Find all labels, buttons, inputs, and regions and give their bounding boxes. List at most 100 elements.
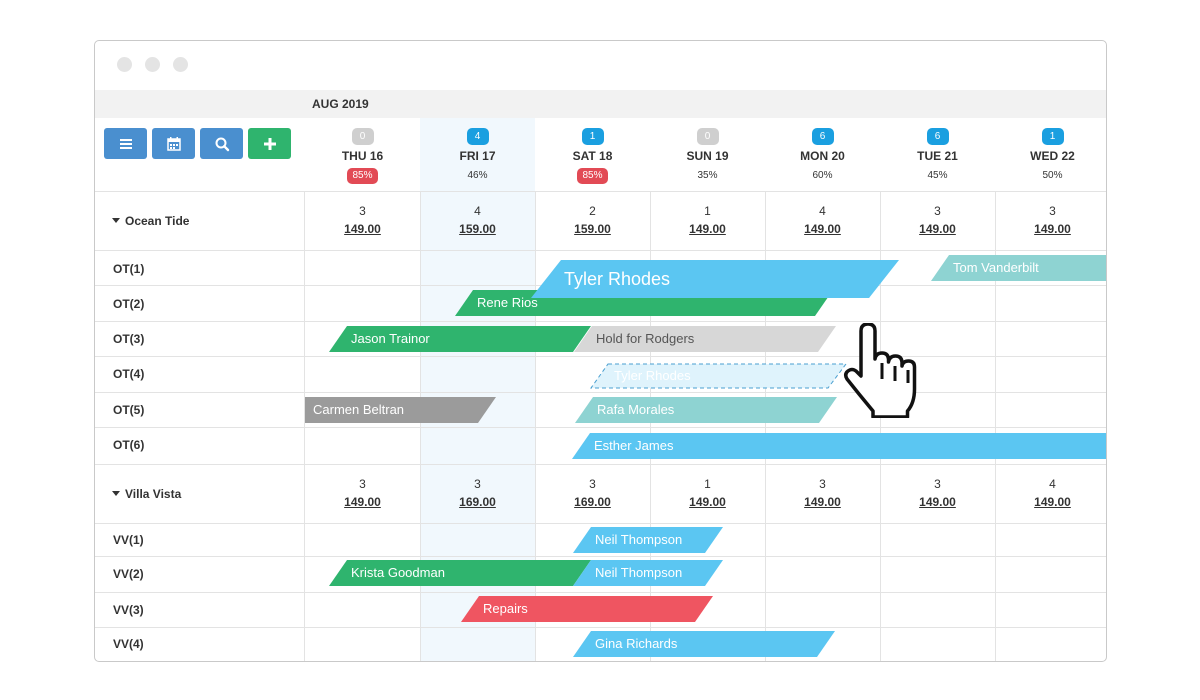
- room-label: VV(1): [113, 533, 144, 547]
- day-header[interactable]: 0 THU 16 85%: [305, 126, 420, 184]
- room-label: OT(6): [113, 438, 145, 452]
- day-name: THU 16: [341, 149, 384, 163]
- rate-link[interactable]: 149.00: [344, 495, 381, 509]
- booking-esther-james[interactable]: Esther James: [572, 433, 1106, 459]
- day-occupancy: 35%: [697, 170, 718, 181]
- room-label: OT(4): [113, 367, 145, 381]
- day-header[interactable]: 6 TUE 21 45%: [880, 126, 995, 184]
- group-name: Ocean Tide: [125, 214, 190, 228]
- window-minimize-dot[interactable]: [145, 57, 160, 72]
- rate-link[interactable]: 149.00: [344, 222, 381, 236]
- availability-count: 4: [819, 204, 826, 218]
- availability-count: 1: [704, 477, 711, 491]
- availability-count: 3: [359, 477, 366, 491]
- hand-cursor-icon: [843, 323, 917, 418]
- rate-link[interactable]: 149.00: [804, 222, 841, 236]
- day-header[interactable]: 1 WED 22 50%: [995, 126, 1106, 184]
- window-controls: [117, 57, 188, 72]
- day-name: SAT 18: [572, 149, 613, 163]
- availability-count: 3: [589, 477, 596, 491]
- availability-count: 4: [1049, 477, 1056, 491]
- room-label: OT(5): [113, 403, 145, 417]
- caret-down-icon: [112, 491, 120, 496]
- dragged-booking-tyler-rhodes[interactable]: Tyler Rhodes: [531, 260, 899, 298]
- booking-tom-vanderbilt[interactable]: Tom Vanderbilt: [931, 255, 1106, 281]
- calendar-button[interactable]: [152, 128, 195, 159]
- scheduler-window: AUG 2019: [94, 40, 1107, 662]
- availability-cell[interactable]: 3 149.00: [765, 477, 880, 509]
- booking-repairs[interactable]: Repairs: [461, 596, 713, 622]
- day-occupancy: 50%: [1042, 170, 1063, 181]
- day-occupancy: 85%: [577, 168, 608, 184]
- booking-neil-thompson[interactable]: Neil Thompson: [573, 560, 723, 586]
- room-label: OT(3): [113, 332, 145, 346]
- availability-cell[interactable]: 3 149.00: [995, 204, 1106, 236]
- rate-link[interactable]: 149.00: [1034, 495, 1071, 509]
- availability-cell[interactable]: 3 169.00: [535, 477, 650, 509]
- availability-count: 3: [934, 477, 941, 491]
- rate-link[interactable]: 149.00: [919, 495, 956, 509]
- availability-count: 2: [589, 204, 596, 218]
- booking-hold-for-rodgers[interactable]: Hold for Rodgers: [574, 326, 836, 352]
- day-booking-count: 6: [811, 128, 834, 145]
- rate-link[interactable]: 149.00: [689, 495, 726, 509]
- day-header[interactable]: 6 MON 20 60%: [765, 126, 880, 184]
- rate-link[interactable]: 149.00: [804, 495, 841, 509]
- booking-gina-richards[interactable]: Gina Richards: [573, 631, 835, 657]
- rate-link[interactable]: 149.00: [1034, 222, 1071, 236]
- rate-link[interactable]: 149.00: [919, 222, 956, 236]
- availability-count: 3: [819, 477, 826, 491]
- month-label: AUG 2019: [312, 97, 369, 111]
- booking-rafa-morales[interactable]: Rafa Morales: [575, 397, 837, 423]
- group-toggle-villa-vista[interactable]: Villa Vista: [112, 487, 181, 501]
- booking-krista-goodman[interactable]: Krista Goodman: [329, 560, 591, 586]
- room-label: VV(2): [113, 567, 144, 581]
- day-booking-count: 0: [351, 128, 374, 145]
- day-occupancy: 46%: [467, 170, 488, 181]
- booking-jason-trainor[interactable]: Jason Trainor: [329, 326, 591, 352]
- rate-link[interactable]: 159.00: [574, 222, 611, 236]
- window-close-dot[interactable]: [117, 57, 132, 72]
- menu-button[interactable]: [104, 128, 147, 159]
- availability-cell[interactable]: 4 149.00: [765, 204, 880, 236]
- booking-carmen-beltran[interactable]: Carmen Beltran: [305, 397, 496, 423]
- drop-target-outline: [590, 363, 847, 389]
- day-occupancy: 45%: [927, 170, 948, 181]
- day-name: TUE 21: [917, 149, 958, 163]
- availability-cell[interactable]: 1 149.00: [650, 477, 765, 509]
- drop-target-label: Tyler Rhodes: [614, 368, 691, 383]
- availability-count: 4: [474, 204, 481, 218]
- search-button[interactable]: [200, 128, 243, 159]
- booking-neil-thompson[interactable]: Neil Thompson: [573, 527, 723, 553]
- caret-down-icon: [112, 218, 120, 223]
- day-name: SUN 19: [686, 149, 729, 163]
- room-label: VV(4): [113, 637, 144, 651]
- availability-cell[interactable]: 4 159.00: [420, 204, 535, 236]
- availability-count: 3: [1049, 204, 1056, 218]
- rate-link[interactable]: 149.00: [689, 222, 726, 236]
- day-header[interactable]: 1 SAT 18 85%: [535, 126, 650, 184]
- availability-cell[interactable]: 3 149.00: [880, 477, 995, 509]
- day-header[interactable]: 4 FRI 17 46%: [420, 126, 535, 184]
- day-booking-count: 6: [926, 128, 949, 145]
- menu-icon: [119, 138, 132, 149]
- day-booking-count: 1: [1041, 128, 1064, 145]
- day-name: FRI 17: [459, 149, 496, 163]
- plus-icon: [263, 137, 276, 150]
- group-toggle-ocean-tide[interactable]: Ocean Tide: [112, 214, 189, 228]
- day-header[interactable]: 0 SUN 19 35%: [650, 126, 765, 184]
- availability-cell[interactable]: 2 159.00: [535, 204, 650, 236]
- rate-link[interactable]: 169.00: [459, 495, 496, 509]
- rate-link[interactable]: 159.00: [459, 222, 496, 236]
- calendar-icon: [166, 136, 181, 151]
- window-maximize-dot[interactable]: [173, 57, 188, 72]
- availability-cell[interactable]: 4 149.00: [995, 477, 1106, 509]
- availability-cell[interactable]: 3 149.00: [305, 477, 420, 509]
- day-name: WED 22: [1030, 149, 1075, 163]
- add-booking-button[interactable]: [248, 128, 291, 159]
- rate-link[interactable]: 169.00: [574, 495, 611, 509]
